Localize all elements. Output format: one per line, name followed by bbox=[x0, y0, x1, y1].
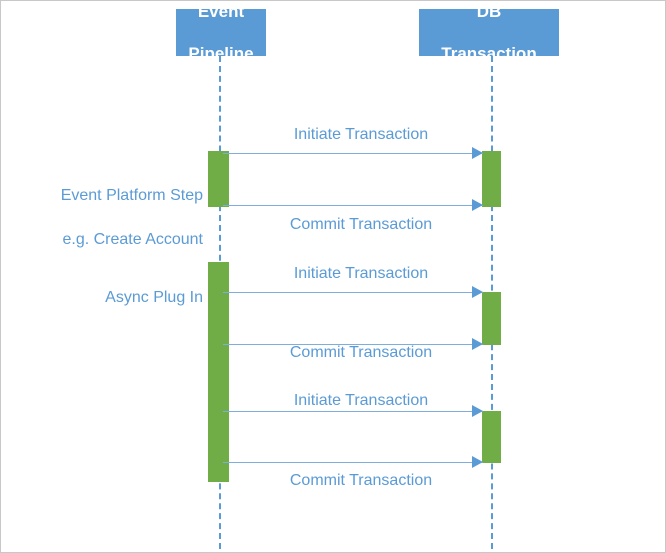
activation-bar-db-transaction-1 bbox=[482, 151, 501, 207]
message-arrowhead-initiate-transaction-1 bbox=[472, 147, 483, 159]
message-line-initiate-transaction-1 bbox=[223, 153, 483, 154]
message-arrowhead-commit-transaction-3 bbox=[472, 456, 483, 468]
message-line-commit-transaction-2 bbox=[223, 344, 483, 345]
participant-event-pipeline-line1: Event bbox=[197, 2, 245, 21]
message-label-commit-transaction-3: Commit Transaction bbox=[289, 472, 433, 489]
message-line-commit-transaction-3 bbox=[223, 462, 483, 463]
message-label-commit-transaction-2: Commit Transaction bbox=[289, 344, 433, 361]
annotation-async-plug-in: Async Plug In bbox=[11, 265, 203, 331]
participant-event-pipeline[interactable]: Event Pipeline bbox=[176, 2, 266, 63]
annotation-async-plug-in-line1: Async Plug In bbox=[105, 289, 203, 306]
activation-bar-event-pipeline-2 bbox=[208, 262, 229, 482]
message-line-commit-transaction-1 bbox=[223, 205, 483, 206]
annotation-event-platform-step-line1: Event Platform Step bbox=[60, 187, 203, 204]
message-label-commit-transaction-1: Commit Transaction bbox=[289, 216, 433, 233]
activation-bar-db-transaction-3 bbox=[482, 411, 501, 463]
participant-db-transaction[interactable]: DB Transaction bbox=[419, 2, 559, 63]
message-arrowhead-commit-transaction-2 bbox=[472, 338, 483, 350]
message-label-initiate-transaction-1: Initiate Transaction bbox=[293, 126, 429, 143]
message-line-initiate-transaction-3 bbox=[223, 411, 483, 412]
participant-db-transaction-line1: DB bbox=[476, 2, 502, 21]
message-label-initiate-transaction-2: Initiate Transaction bbox=[293, 265, 429, 282]
message-line-initiate-transaction-2 bbox=[223, 292, 483, 293]
annotation-event-platform-step: Event Platform Step e.g. Create Account bbox=[11, 163, 203, 273]
message-arrowhead-commit-transaction-1 bbox=[472, 199, 483, 211]
participant-db-transaction-line2: Transaction bbox=[441, 44, 537, 63]
activation-bar-event-pipeline-1 bbox=[208, 151, 229, 207]
annotation-event-platform-step-line2: e.g. Create Account bbox=[62, 231, 203, 248]
message-arrowhead-initiate-transaction-3 bbox=[472, 405, 483, 417]
message-label-initiate-transaction-3: Initiate Transaction bbox=[293, 392, 429, 409]
message-arrowhead-initiate-transaction-2 bbox=[472, 286, 483, 298]
participant-event-pipeline-line2: Pipeline bbox=[188, 44, 254, 63]
activation-bar-db-transaction-2 bbox=[482, 292, 501, 345]
